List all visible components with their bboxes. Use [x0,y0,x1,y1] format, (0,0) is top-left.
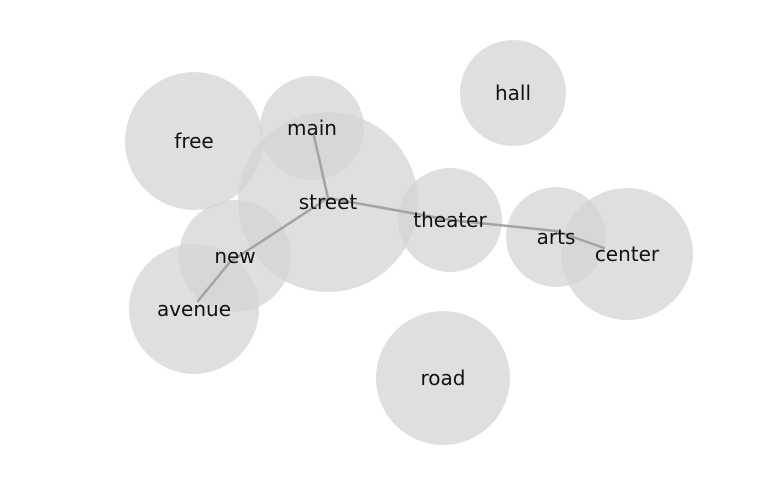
bubble-main [260,76,364,180]
bubble-avenue [129,244,259,374]
labels-layer: street free main hall new avenue theater artsce… [157,81,660,390]
label-center: center [595,242,660,266]
edge-theater-arts [448,218,558,233]
bubble-free [125,72,263,210]
bubble-road [376,311,510,445]
label-avenue: avenue [157,297,231,321]
edge-new-avenue [196,260,232,303]
edge-street-theater [326,196,452,222]
edge-street-new [228,196,330,264]
label-main: main [287,116,337,140]
label-theater: theater [413,208,487,232]
edge-street-main [312,134,330,200]
label-street: street [299,190,358,214]
label-free: free [174,129,213,153]
label-road: road [421,366,466,390]
label-arts: arts [537,225,576,249]
label-new: new [214,244,255,268]
bubble-hall [460,40,566,146]
edges-layer [196,134,606,303]
label-hall: hall [495,81,531,105]
edge-arts-center [554,229,606,250]
bubble-center [561,188,693,320]
